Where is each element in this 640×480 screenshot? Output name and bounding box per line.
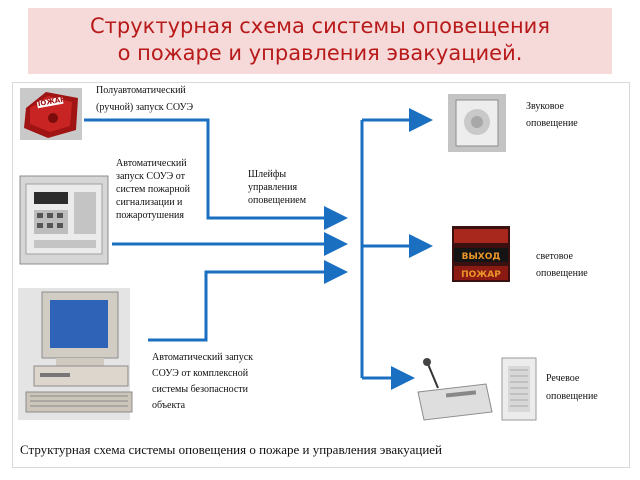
label-sound-line-2: оповещение xyxy=(526,118,578,129)
title-line-1: Структурная схема системы оповещения xyxy=(90,14,550,38)
title-banner: Структурная схема системы оповещения о п… xyxy=(28,8,612,74)
label-loops-line-2: управления xyxy=(248,182,298,193)
label-manual-line-2: (ручной) запуск СОУЭ xyxy=(96,102,194,113)
label-light-line-1: световое xyxy=(536,251,573,262)
label-loops-line-3: оповещением xyxy=(248,195,307,206)
label-complex-line-1: Автоматический запуск xyxy=(152,352,254,363)
label-fire-line-1: Автоматический xyxy=(116,158,187,169)
label-fire-line-2: запуск СОУЭ от xyxy=(116,171,186,182)
label-loops: Шлейфы управления оповещением xyxy=(248,168,306,207)
input-connectors xyxy=(84,118,348,342)
speaker-image xyxy=(501,357,537,421)
label-speech-line-1: Речевое xyxy=(546,373,580,384)
connector-complex xyxy=(148,260,348,342)
label-loops-line-1: Шлейфы xyxy=(248,169,287,180)
label-complex-line-4: объекта xyxy=(152,400,186,411)
label-sound: Звуковое оповещение xyxy=(526,98,578,132)
title-line-2: о пожаре и управления эвакуацией. xyxy=(117,41,523,65)
label-fire-line-3: систем пожарной xyxy=(116,184,191,195)
light-signs-image: ВЫХОД ПОЖАР xyxy=(452,226,510,282)
label-sound-line-1: Звуковое xyxy=(526,101,564,112)
siren-image xyxy=(448,94,506,152)
label-fire-start: Автоматический запуск СОУЭ от систем пож… xyxy=(116,157,190,222)
control-panel-image xyxy=(19,175,109,265)
connector-manual xyxy=(84,118,348,230)
label-fire-line-4: сигнализации и xyxy=(116,197,183,208)
computer-image xyxy=(18,288,133,420)
diagram-caption: Структурная схема системы оповещения о п… xyxy=(20,442,442,457)
label-complex-line-2: СОУЭ от комплексной xyxy=(152,368,249,379)
output-connectors xyxy=(360,108,433,390)
sign-fire-text: ПОЖАР xyxy=(461,270,501,280)
label-light: световое оповещение xyxy=(536,248,588,282)
label-speech-line-2: оповещение xyxy=(546,391,598,402)
manual-call-point-image xyxy=(20,88,82,140)
label-speech: Речевое оповещение xyxy=(546,370,598,406)
label-manual-line-1: Полуавтоматический xyxy=(96,85,186,96)
label-light-line-2: оповещение xyxy=(536,268,588,279)
microphone-console-image xyxy=(417,358,493,421)
label-complex-line-3: системы безопасности xyxy=(152,384,248,395)
label-manual-start: Полуавтоматический (ручной) запуск СОУЭ xyxy=(96,84,193,114)
sign-exit-text: ВЫХОД xyxy=(462,252,501,262)
label-complex-start: Автоматический запуск СОУЭ от комплексно… xyxy=(152,350,253,414)
label-fire-line-5: пожаротушения xyxy=(116,210,184,221)
